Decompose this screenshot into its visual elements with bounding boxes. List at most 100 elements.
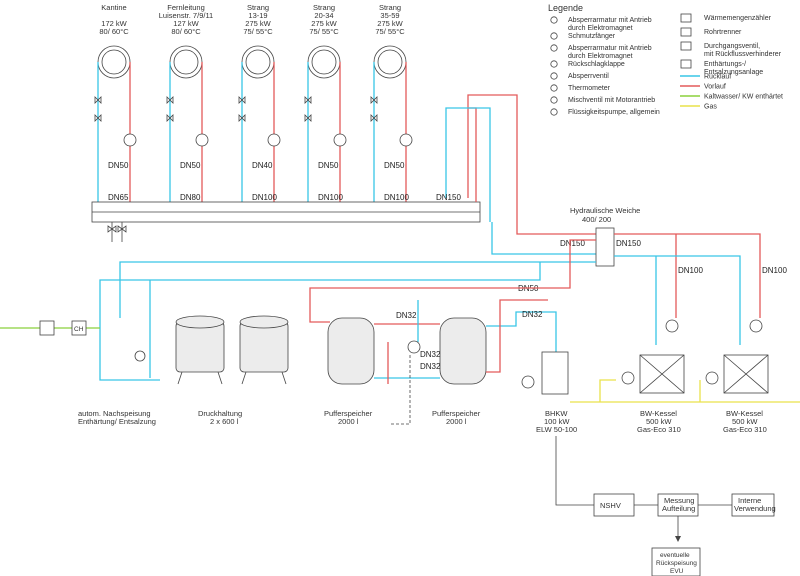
druckhaltung-line2: 2 x 600 l [210, 417, 239, 426]
legend-line-1: Rücklauf [680, 74, 731, 81]
consumer-power: 275 kW [311, 19, 337, 28]
boiler-2 [705, 319, 769, 394]
legend-text: Absperrventil [568, 73, 609, 80]
shutoff-valve-icon [304, 114, 312, 122]
gas-boiler1 [599, 379, 616, 402]
check-flap-icon [550, 60, 558, 68]
evu-line2: Rückspeisung [656, 560, 697, 567]
pipe-separator [39, 320, 55, 336]
return-to-buffer-pipe [119, 261, 596, 318]
boiler2-dn: DN100 [762, 266, 787, 275]
heat-consumer-icon [307, 45, 341, 79]
bhkw-unit [541, 351, 569, 395]
buffer-tank-1 [327, 317, 375, 385]
return-to-pressure-pipe [99, 262, 541, 381]
consumer-dn-lower: DN100 [318, 193, 343, 202]
shutoff-valve-icon [304, 96, 312, 104]
puffer2-line2: 2000 l [446, 417, 467, 426]
legend-right-item-2: Rohrtrenner [680, 27, 742, 37]
consumer-sub: 20-34 [314, 11, 333, 20]
messung-line1: Messung [664, 496, 694, 505]
legend-line-label: Rücklauf [704, 74, 731, 81]
consumer-dn: DN40 [252, 161, 273, 170]
legend-item-4: Rückschlagklappe [550, 60, 625, 68]
consumer-dn-lower: DN65 [108, 193, 129, 202]
legend-line-label: Kaltwasser/ KW enthärtet [704, 94, 783, 101]
hydraulic-separator [595, 227, 615, 267]
consumer-temp: 75/ 55°C [309, 27, 339, 36]
legend-line-3: Kaltwasser/ KW enthärtet [680, 94, 783, 101]
shutoff-valve-icon [166, 114, 174, 122]
nshv-label: NSHV [600, 501, 621, 510]
bhkw-pump [521, 375, 535, 389]
motor-valve-icon [550, 44, 558, 52]
mixing-valve-icon [550, 96, 558, 104]
legend-right-item-4: Enthärtungs-/Entsalzungsanlage [680, 59, 763, 76]
kessel1-line2: 500 kW [646, 417, 672, 426]
buffer-top-dn: DN32 [396, 311, 417, 320]
pipe-separator-icon [680, 27, 692, 37]
weiche-title: Hydraulische Weiche [570, 206, 640, 215]
heat-consumer-inner [101, 49, 127, 75]
buffer-mid1-dn: DN32 [420, 350, 441, 359]
shutoff-valve-icon [238, 96, 246, 104]
kessel1-line1: BW-Kessel [640, 409, 677, 418]
puffer1-line2: 2000 l [338, 417, 359, 426]
legend-line-label: Vorlauf [704, 84, 726, 91]
header-dn: DN150 [436, 193, 461, 202]
softener-icon [680, 59, 692, 69]
kessel2-line1: BW-Kessel [726, 409, 763, 418]
legend-right-text: Rohrtrenner [704, 29, 742, 36]
buffer-dashed-link [390, 355, 411, 425]
heat-consumer-icon [97, 45, 131, 79]
pump-icon [333, 133, 347, 147]
pump-icon [123, 133, 137, 147]
shutoff-valve-icon [94, 96, 102, 104]
boiler-supply-pipe [614, 233, 761, 318]
puffer2-line1: Pufferspeicher [432, 409, 481, 418]
shutoff-valve-icon [166, 96, 174, 104]
consumer-name: Strang [247, 3, 269, 12]
interne-box [731, 493, 775, 517]
consumer-temp: 75/ 55°C [243, 27, 273, 36]
consumer-name: Fernleitung [167, 3, 205, 12]
interne-line1: Interne [738, 496, 761, 505]
evu-line1: eventuelle [660, 552, 690, 559]
legend-text-2: durch Elektromagnet [568, 25, 633, 32]
boiler1-dn: DN100 [678, 266, 703, 275]
consumer-sub: 13-19 [248, 11, 267, 20]
legend-text: Absperrarmatur mit Antrieb [568, 17, 652, 24]
consumer-power: 275 kW [377, 19, 403, 28]
softener-box [71, 320, 87, 336]
buffer-mid2-dn: DN32 [420, 362, 441, 371]
legend-item-8: Flüssigkeitspumpe, allgemein [550, 108, 660, 116]
power-cable-bhkw [555, 436, 594, 506]
legend-right-text-2: mit Rückflussverhinderer [704, 51, 782, 58]
legend-right-column: WärmemengenzählerRohrtrennerDurchgangsve… [680, 13, 782, 76]
weiche-right-dn: DN150 [616, 239, 641, 248]
pressure-vessel-1 [175, 315, 225, 385]
return-main-pipe [491, 222, 596, 255]
legend-line-2: Vorlauf [680, 84, 726, 91]
puffer1-line1: Pufferspeicher [324, 409, 373, 418]
legend-item-7: Mischventil mit Motorantrieb [550, 96, 655, 104]
evu-line3: EVU [670, 568, 684, 575]
messung-line2: Aufteilung [662, 504, 695, 513]
legend-right-text: Enthärtungs-/ [704, 61, 746, 68]
consumer-sub: 35-59 [380, 11, 399, 20]
nachspeisung-line2: Enthärtung/ Entsalzung [78, 417, 156, 426]
legend-text: Thermometer [568, 85, 611, 92]
consumer-dn-lower: DN80 [180, 193, 201, 202]
heat-consumer-inner [311, 49, 337, 75]
heat-consumer-icon [373, 45, 407, 79]
consumer-sub: Luisenstr. 7/9/11 [159, 11, 213, 20]
legend-item-2: Schmutzfänger [550, 32, 616, 40]
legend-right-item-3: Durchgangsventil,mit Rückflussverhindere… [680, 41, 782, 58]
